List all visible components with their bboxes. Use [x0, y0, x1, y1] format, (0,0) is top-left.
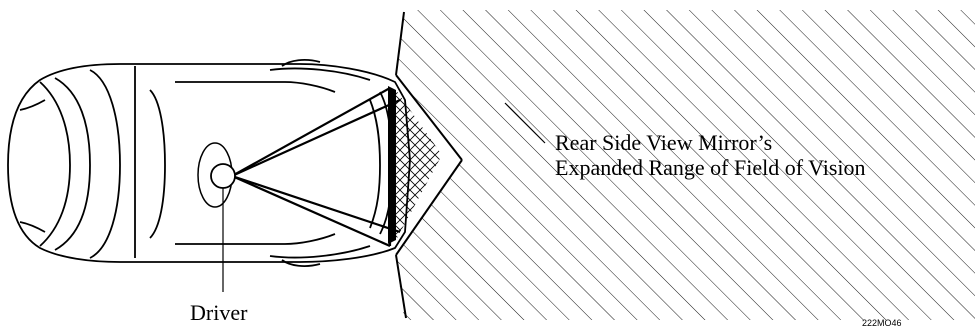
car-body [7, 59, 411, 267]
field-of-vision-region [395, 10, 975, 320]
driver-head [210, 163, 236, 189]
vision-label-line2: Expanded Range of Field of Vision [555, 155, 866, 180]
driver-label: Driver [190, 300, 248, 325]
vision-range-label: Rear Side View Mirror’s Expanded Range o… [555, 130, 866, 180]
vision-label-line1: Rear Side View Mirror’s [555, 130, 773, 155]
driver-sight-lines [231, 87, 401, 248]
vision-leader-line [504, 102, 546, 144]
leader-lines [222, 102, 546, 292]
figure-code-label: 222MO46 [862, 318, 902, 328]
